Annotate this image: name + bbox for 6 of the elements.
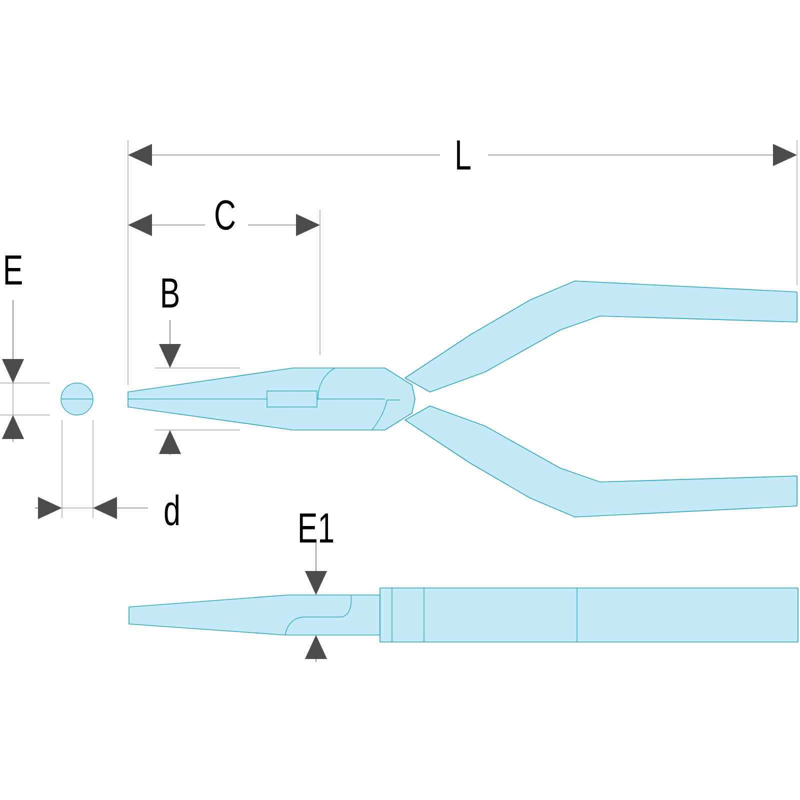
dimension-label: B	[162, 278, 179, 308]
dimension-label: L	[457, 140, 470, 170]
dimension-label: d	[164, 494, 178, 526]
dimension-label: C	[216, 200, 235, 230]
dimension-label: E1	[300, 514, 334, 543]
dimension-label: E	[5, 256, 22, 285]
